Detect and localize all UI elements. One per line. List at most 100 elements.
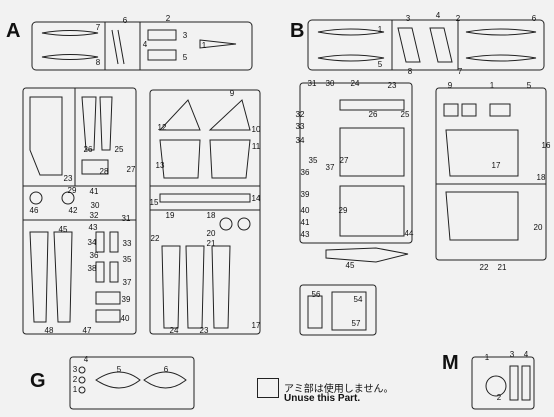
svg-text:57: 57 xyxy=(352,319,361,328)
sprue-letter-m: M xyxy=(442,352,459,374)
svg-text:13: 13 xyxy=(156,161,165,170)
svg-text:4: 4 xyxy=(524,350,529,359)
svg-text:43: 43 xyxy=(89,223,98,232)
svg-text:15: 15 xyxy=(150,198,159,207)
svg-text:37: 37 xyxy=(123,278,132,287)
svg-text:22: 22 xyxy=(480,263,489,272)
svg-text:1: 1 xyxy=(490,81,495,90)
svg-text:42: 42 xyxy=(69,206,78,215)
legend-note-en: Unuse this Part. xyxy=(284,393,361,404)
svg-text:43: 43 xyxy=(301,230,310,239)
svg-text:21: 21 xyxy=(498,263,507,272)
sprue-m xyxy=(471,356,535,410)
sprue-a xyxy=(31,21,253,71)
svg-text:4: 4 xyxy=(143,40,148,49)
svg-text:32: 32 xyxy=(90,211,99,220)
svg-text:24: 24 xyxy=(351,79,360,88)
svg-text:25: 25 xyxy=(401,110,410,119)
sprue-letter-a: A xyxy=(6,20,21,42)
svg-text:41: 41 xyxy=(90,187,99,196)
svg-text:27: 27 xyxy=(340,156,349,165)
svg-text:26: 26 xyxy=(84,145,93,154)
svg-text:35: 35 xyxy=(123,255,132,264)
svg-text:25: 25 xyxy=(115,145,124,154)
svg-text:22: 22 xyxy=(151,234,160,243)
svg-text:5: 5 xyxy=(527,81,532,90)
unused-part-swatch xyxy=(257,378,279,398)
svg-text:39: 39 xyxy=(301,190,310,199)
svg-text:8: 8 xyxy=(408,67,413,76)
svg-text:33: 33 xyxy=(123,239,132,248)
svg-text:5: 5 xyxy=(378,60,383,69)
svg-text:5: 5 xyxy=(117,365,122,374)
svg-text:30: 30 xyxy=(326,79,335,88)
svg-text:47: 47 xyxy=(83,326,92,335)
svg-text:24: 24 xyxy=(170,326,179,335)
svg-text:18: 18 xyxy=(207,211,216,220)
svg-text:2: 2 xyxy=(73,375,78,384)
svg-text:28: 28 xyxy=(100,167,109,176)
svg-text:41: 41 xyxy=(301,218,310,227)
svg-text:23: 23 xyxy=(200,326,209,335)
svg-text:10: 10 xyxy=(252,125,261,134)
svg-text:44: 44 xyxy=(405,229,414,238)
sprue-a-lower xyxy=(22,87,137,335)
svg-text:45: 45 xyxy=(59,225,68,234)
sprue-g xyxy=(69,356,195,410)
svg-text:1: 1 xyxy=(485,353,490,362)
sprue-letter-g: G xyxy=(30,370,46,392)
svg-text:35: 35 xyxy=(309,156,318,165)
svg-text:3: 3 xyxy=(510,350,515,359)
svg-text:56: 56 xyxy=(312,290,321,299)
sprue-a-right xyxy=(149,89,261,335)
svg-text:4: 4 xyxy=(84,355,89,364)
svg-text:40: 40 xyxy=(301,206,310,215)
svg-text:1: 1 xyxy=(73,385,78,394)
svg-text:6: 6 xyxy=(123,16,128,25)
svg-text:40: 40 xyxy=(121,314,130,323)
svg-text:46: 46 xyxy=(30,206,39,215)
svg-text:6: 6 xyxy=(164,365,169,374)
svg-text:23: 23 xyxy=(388,81,397,90)
svg-text:45: 45 xyxy=(346,261,355,270)
svg-text:3: 3 xyxy=(406,14,411,23)
svg-text:20: 20 xyxy=(534,223,543,232)
sprue-b xyxy=(307,19,545,71)
svg-text:8: 8 xyxy=(96,58,101,67)
svg-text:18: 18 xyxy=(537,173,546,182)
sprue-b-small xyxy=(299,284,377,336)
svg-text:7: 7 xyxy=(96,23,101,32)
svg-text:23: 23 xyxy=(64,174,73,183)
svg-text:5: 5 xyxy=(183,53,188,62)
svg-text:32: 32 xyxy=(296,110,305,119)
svg-text:29: 29 xyxy=(339,206,348,215)
svg-text:33: 33 xyxy=(296,122,305,131)
svg-text:12: 12 xyxy=(158,123,167,132)
sprue-b-lower xyxy=(299,82,547,263)
svg-text:34: 34 xyxy=(88,238,97,247)
svg-text:34: 34 xyxy=(296,136,305,145)
svg-text:17: 17 xyxy=(252,321,261,330)
svg-text:27: 27 xyxy=(127,165,136,174)
svg-text:48: 48 xyxy=(45,326,54,335)
svg-text:11: 11 xyxy=(252,142,261,151)
svg-text:3: 3 xyxy=(183,31,188,40)
svg-text:4: 4 xyxy=(436,11,441,20)
svg-text:9: 9 xyxy=(448,81,453,90)
svg-text:36: 36 xyxy=(301,168,310,177)
svg-text:14: 14 xyxy=(252,194,261,203)
svg-text:2: 2 xyxy=(456,14,461,23)
svg-text:2: 2 xyxy=(497,393,502,402)
svg-text:31: 31 xyxy=(308,79,317,88)
svg-text:26: 26 xyxy=(369,110,378,119)
svg-text:3: 3 xyxy=(73,365,78,374)
svg-text:54: 54 xyxy=(354,295,363,304)
svg-text:29: 29 xyxy=(68,186,77,195)
sprue-letter-b: B xyxy=(290,20,305,42)
svg-text:19: 19 xyxy=(166,211,175,220)
svg-text:1: 1 xyxy=(202,41,207,50)
svg-text:20: 20 xyxy=(207,229,216,238)
svg-text:2: 2 xyxy=(166,14,171,23)
svg-text:21: 21 xyxy=(207,239,216,248)
